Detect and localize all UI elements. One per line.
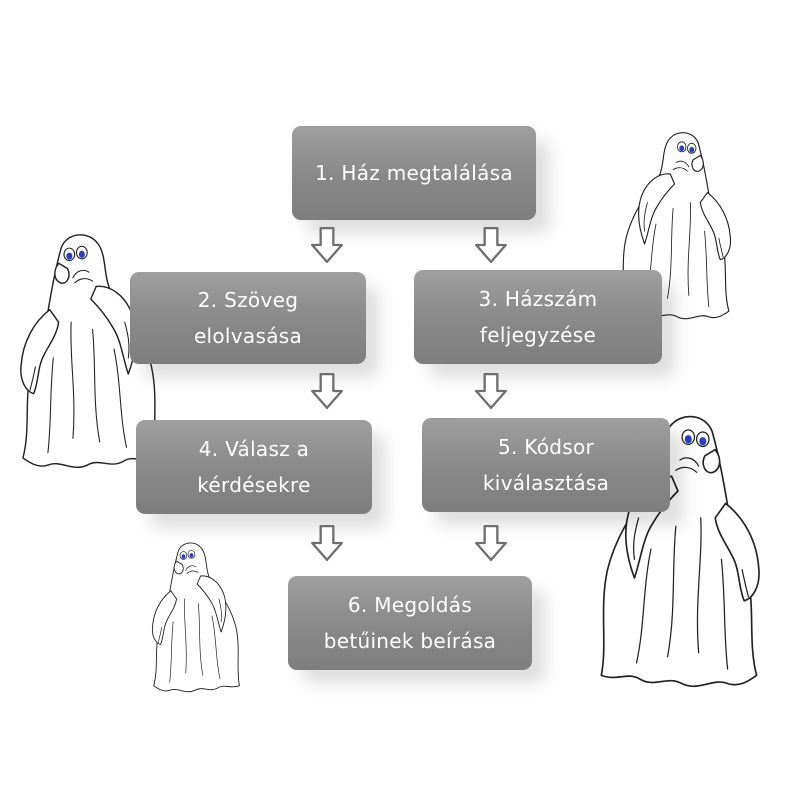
step-5-text: 5. Kódsor kiválasztása [483,429,609,501]
step-3-box: 3. Házszám feljegyzése [414,270,662,364]
step-2-line-1: 2. Szöveg [197,288,299,312]
step-5-line-1: 5. Kódsor [497,435,595,459]
step-1-line-1: 1. Ház megtalálása [315,161,513,185]
step-2-line-2: elolvasása [193,324,303,348]
down-arrow-icon [311,524,343,562]
step-4-text: 4. Válasz a kérdésekre [197,431,310,503]
step-3-line-2: feljegyzése [479,323,597,347]
step-6-line-1: 6. Megoldás [347,593,473,617]
down-arrow-icon [475,372,507,410]
down-arrow-icon [475,226,507,264]
down-arrow-icon [311,372,343,410]
step-2-text: 2. Szöveg elolvasása [194,282,302,354]
ghost-icon [151,542,240,693]
step-2-box: 2. Szöveg elolvasása [130,272,366,364]
step-6-text: 6. Megoldás betűinek beírása [324,587,497,659]
step-3-text: 3. Házszám feljegyzése [479,281,598,353]
step-4-line-1: 4. Válasz a [198,437,310,461]
down-arrow-icon [475,524,507,562]
step-3-line-1: 3. Házszám [478,287,598,311]
step-4-box: 4. Válasz a kérdésekre [136,420,372,514]
down-arrow-icon [311,226,343,264]
step-4-line-2: kérdésekre [197,473,311,497]
step-5-line-2: kiválasztása [482,471,610,495]
step-5-box: 5. Kódsor kiválasztása [422,418,670,512]
step-6-line-2: betűinek beírása [323,629,497,653]
step-6-box: 6. Megoldás betűinek beírása [288,576,532,670]
step-1-box: 1. Ház megtalálása [292,126,536,220]
step-1-text: 1. Ház megtalálása [315,155,513,191]
